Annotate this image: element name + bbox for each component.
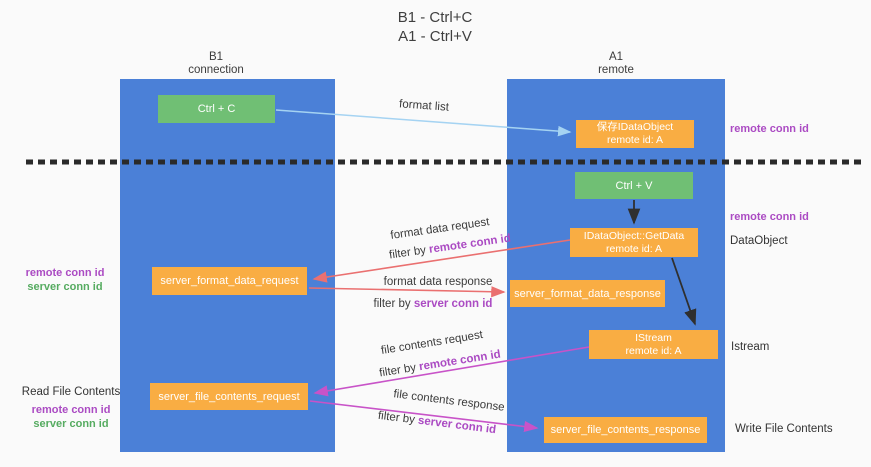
server-format-data-response-box: server_format_data_response bbox=[510, 280, 665, 307]
save-idataobject-box: 保存IDataObject remote id: A bbox=[576, 120, 694, 148]
left-column-role: connection bbox=[188, 64, 244, 76]
server-format-data-request-box: server_format_data_request bbox=[152, 267, 307, 295]
filter-by-text: filter by bbox=[378, 361, 421, 380]
right-column-role: remote bbox=[598, 64, 634, 76]
dataobject-note: DataObject bbox=[730, 235, 788, 247]
idataobject-getdata-line2: remote id: A bbox=[605, 242, 663, 255]
server-conn-id-text: server conn id bbox=[27, 281, 103, 293]
server-conn-id-text: server conn id bbox=[413, 298, 493, 310]
idataobject-getdata-box: IDataObject::GetData remote id: A bbox=[570, 228, 698, 257]
save-idataobject-line2: remote id: A bbox=[606, 134, 664, 146]
file-contents-response-label: file contents response bbox=[392, 388, 506, 414]
left-read-file-note: Read File Contents remote conn id server… bbox=[11, 385, 131, 431]
filter-by-text: filter by bbox=[377, 409, 419, 427]
server-conn-id-text: server conn id bbox=[417, 414, 497, 437]
server-file-contents-request-label: server_file_contents_request bbox=[158, 390, 300, 403]
ctrl-c-label: Ctrl + C bbox=[197, 103, 236, 115]
remote-conn-id-note-right-2: remote conn id bbox=[730, 211, 809, 223]
right-column-header: A1 remote bbox=[556, 51, 676, 77]
diagram-title: B1 - Ctrl+C A1 - Ctrl+V bbox=[310, 8, 560, 46]
remote-conn-id-note-right-1: remote conn id bbox=[730, 123, 809, 135]
save-idataobject-line1: 保存IDataObject bbox=[596, 121, 674, 133]
server-file-contents-request-box: server_file_contents_request bbox=[150, 383, 308, 410]
server-file-contents-response-label: server_file_contents_response bbox=[550, 424, 701, 436]
server-format-data-request-label: server_format_data_request bbox=[160, 275, 299, 287]
remote-conn-id-text: remote conn id bbox=[31, 404, 111, 416]
filter-by-server-conn-id-label-1: filter by server conn id bbox=[374, 298, 493, 310]
read-file-contents-text: Read File Contents bbox=[21, 386, 121, 398]
remote-conn-id-text: remote conn id bbox=[428, 232, 512, 256]
ctrl-c-box: Ctrl + C bbox=[158, 95, 275, 123]
idataobject-getdata-line1: IDataObject::GetData bbox=[583, 229, 685, 242]
istream-line2: remote id: A bbox=[625, 344, 682, 357]
ctrl-v-label: Ctrl + V bbox=[615, 179, 653, 192]
istream-line1: IStream bbox=[635, 331, 672, 344]
filter-by-text: filter by bbox=[373, 298, 414, 310]
remote-conn-id-text: remote conn id bbox=[418, 348, 502, 374]
filter-by-text: filter by bbox=[388, 243, 430, 262]
format-list-label: format list bbox=[398, 98, 450, 114]
format-data-response-label: format data response bbox=[383, 276, 493, 288]
title-line-1: B1 - Ctrl+C bbox=[397, 9, 473, 26]
left-column-name: B1 bbox=[208, 51, 224, 63]
ctrl-v-box: Ctrl + V bbox=[575, 172, 693, 199]
left-column-header: B1 connection bbox=[156, 51, 276, 77]
format-data-response-arrow bbox=[308, 286, 506, 298]
istream-note: Istream bbox=[731, 341, 770, 353]
istream-box: IStream remote id: A bbox=[589, 330, 718, 359]
left-conn-id-note-1: remote conn id server conn id bbox=[5, 266, 125, 294]
server-format-data-response-label: server_format_data_response bbox=[514, 287, 661, 300]
filter-by-server-conn-id-label-2: filter by server conn id bbox=[377, 410, 496, 436]
title-line-2: A1 - Ctrl+V bbox=[398, 28, 472, 45]
right-column-name: A1 bbox=[608, 51, 624, 63]
remote-conn-id-text: remote conn id bbox=[25, 267, 105, 279]
server-conn-id-text: server conn id bbox=[33, 418, 109, 430]
write-file-contents-note: Write File Contents bbox=[735, 423, 833, 435]
server-file-contents-response-box: server_file_contents_response bbox=[544, 417, 707, 443]
